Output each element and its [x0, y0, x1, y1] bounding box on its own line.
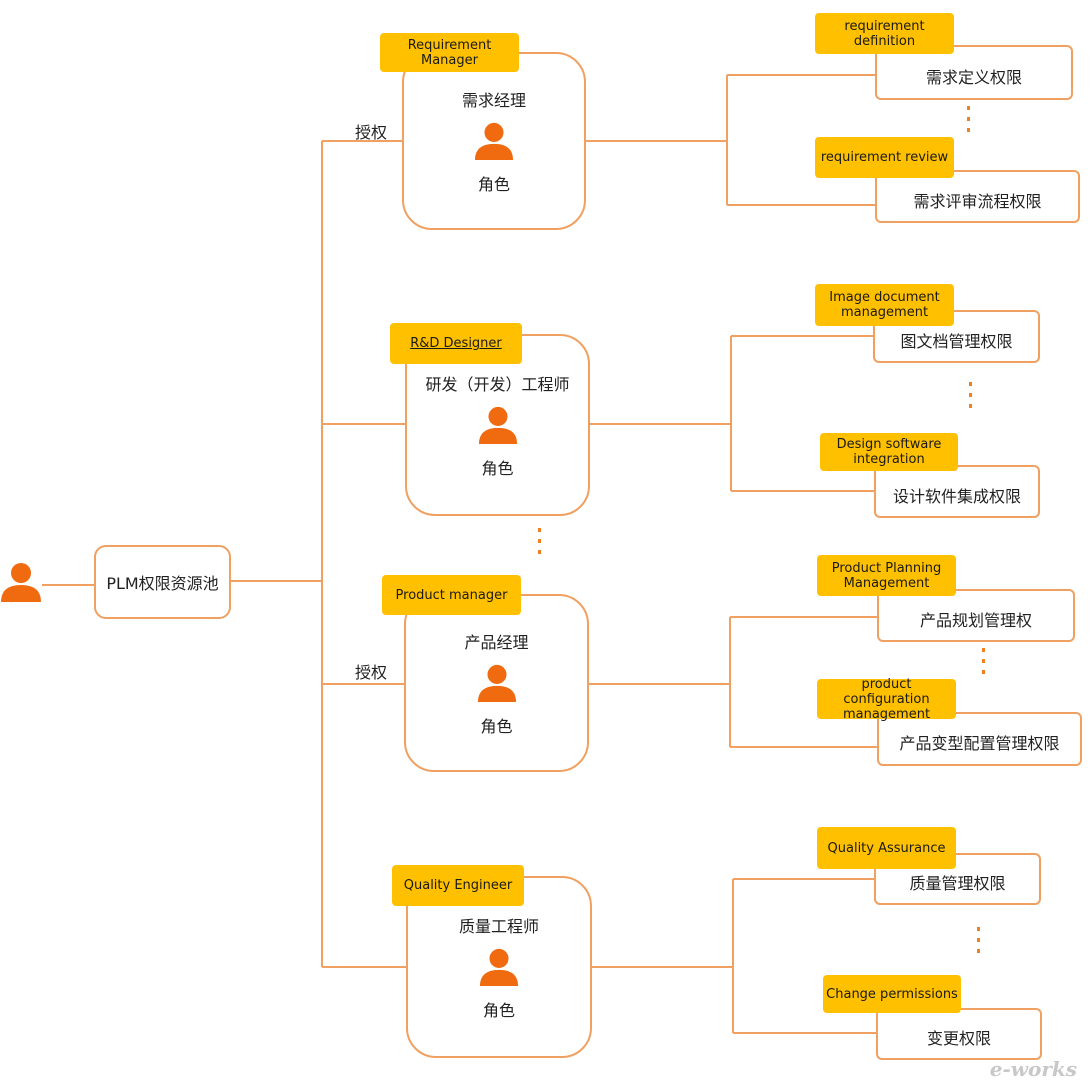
permission-box: 需求定义权限 [875, 45, 1073, 100]
permission-cn-label: 需求评审流程权限 [913, 191, 1042, 211]
role-tag: 角色 [477, 175, 510, 194]
pool-label: PLM权限资源池 [106, 574, 219, 593]
role-en-label: Quality Engineer [392, 865, 524, 906]
permission-box: 产品变型配置管理权限 [877, 712, 1082, 766]
permission-box: 设计软件集成权限 [874, 465, 1040, 518]
role-tag: 角色 [481, 459, 514, 478]
permission-cn-label: 产品规划管理权 [919, 610, 1032, 630]
permission-en-label: requirement review [815, 137, 954, 178]
role-cn-label: 产品经理 [464, 633, 529, 652]
permission-box: 变更权限 [876, 1008, 1042, 1060]
role-tag: 角色 [482, 1001, 515, 1020]
role-node-requirement-manager: 需求经理 角色 [402, 52, 586, 230]
permission-box: 产品规划管理权 [877, 589, 1075, 642]
auth-label: 授权 [355, 123, 388, 142]
role-node-quality-engineer: 质量工程师 角色 [406, 876, 592, 1058]
permission-en-label: Change permissions [823, 975, 961, 1013]
person-icon [479, 948, 519, 987]
role-node-rd-designer: 研发（开发）工程师 角色 [405, 334, 590, 516]
role-node-product-manager: 产品经理 角色 [404, 594, 589, 772]
ellipsis-dots [967, 106, 971, 139]
person-icon [477, 664, 516, 703]
user-icon [1, 563, 41, 602]
permission-box: 需求评审流程权限 [875, 170, 1080, 223]
ellipsis-dots [969, 382, 973, 415]
person-icon [478, 406, 517, 445]
permission-en-label: Product Planning Management [817, 555, 956, 596]
permission-en-label: product configuration management [817, 677, 956, 722]
role-tag: 角色 [480, 717, 513, 736]
role-en-text: R&D Designer [410, 336, 502, 351]
permission-en-label: Image document management [815, 284, 954, 326]
person-icon [474, 122, 514, 161]
role-cn-label: 需求经理 [461, 91, 526, 110]
permission-en-label: requirement definition [815, 13, 954, 54]
role-cn-label: 研发（开发）工程师 [425, 375, 570, 394]
role-cn-label: 质量工程师 [458, 917, 539, 936]
ellipsis-dots [982, 648, 986, 681]
permission-cn-label: 需求定义权限 [925, 67, 1022, 87]
permission-en-label: Quality Assurance [817, 827, 956, 869]
auth-label: 授权 [355, 663, 388, 682]
ellipsis-dots [538, 528, 542, 561]
plm-permission-pool: PLM权限资源池 [94, 545, 231, 619]
role-en-label: Requirement Manager [380, 33, 519, 72]
watermark: e-works [989, 1057, 1077, 1081]
role-en-label: Product manager [382, 575, 521, 615]
permission-cn-label: 设计软件集成权限 [892, 486, 1021, 506]
permission-cn-label: 产品变型配置管理权限 [899, 734, 1060, 753]
ellipsis-dots [977, 927, 981, 960]
permission-cn-label: 质量管理权限 [909, 874, 1006, 893]
permission-cn-label: 图文档管理权限 [900, 331, 1013, 351]
permission-cn-label: 变更权限 [926, 1029, 991, 1048]
role-en-label: R&D Designer [390, 323, 522, 364]
permission-en-label: Design software integration [820, 433, 958, 471]
